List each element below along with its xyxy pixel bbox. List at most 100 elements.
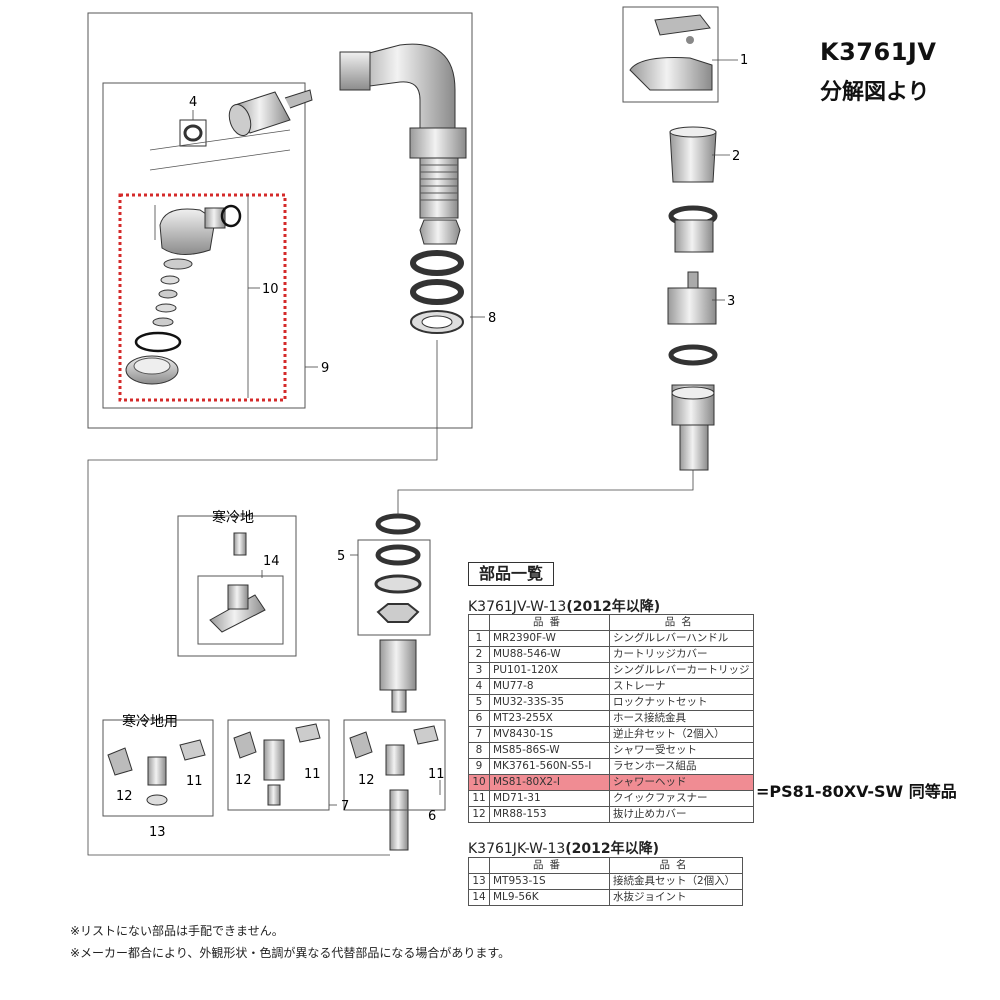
handle-frame bbox=[622, 6, 719, 103]
main-model-code: K3761JV-W-13 bbox=[468, 599, 567, 615]
cold-table-header: 品番 品名 bbox=[468, 857, 743, 874]
part-name: ホース接続金具 bbox=[609, 710, 754, 727]
model-subtitle: 分解図より bbox=[820, 80, 930, 105]
part-name: クイックファスナー bbox=[609, 790, 754, 807]
header-part-name: 品名 bbox=[609, 614, 754, 631]
part-code: MK3761-560N-S5-I bbox=[489, 758, 610, 775]
shower-head-highlight-box bbox=[118, 193, 287, 402]
equivalent-note: =PS81-80XV-SW 同等品 bbox=[756, 782, 957, 801]
callout-4: 4 bbox=[189, 95, 197, 110]
callout-3: 3 bbox=[727, 294, 735, 309]
part-name: 水抜ジョイント bbox=[609, 889, 743, 906]
callout-11-a: 11 bbox=[186, 774, 203, 789]
part-no: 12 bbox=[468, 806, 490, 823]
drain-joint-illustration bbox=[197, 532, 284, 645]
callout-14: 14 bbox=[263, 554, 280, 569]
callout-11-b: 11 bbox=[304, 767, 321, 782]
part-no: 14 bbox=[468, 889, 490, 906]
part-code: MT953-1S bbox=[489, 873, 610, 890]
callout-1: 1 bbox=[740, 53, 748, 68]
part-no: 4 bbox=[468, 678, 490, 695]
hose-connector-illustration bbox=[149, 89, 313, 171]
part-code: MU32-33S-35 bbox=[489, 694, 610, 711]
part-code: MD71-31 bbox=[489, 790, 610, 807]
part-name: ロックナットセット bbox=[609, 694, 754, 711]
callout-12-b: 12 bbox=[235, 773, 252, 788]
spout-group-frame bbox=[87, 12, 473, 429]
part-name: カートリッジカバー bbox=[609, 646, 754, 663]
header-part-number: 品番 bbox=[489, 614, 610, 631]
cold-area-label: 寒冷地 bbox=[212, 509, 254, 526]
hose-group-frame bbox=[102, 82, 306, 409]
cold-area-use-frame bbox=[102, 719, 214, 817]
part-name: 抜け止めカバー bbox=[609, 806, 754, 823]
parts-list-title: 部品一覧 bbox=[468, 562, 555, 586]
part-name: ストレーナ bbox=[609, 678, 754, 695]
part-code: MS81-80X2-I bbox=[489, 774, 610, 791]
part-no: 13 bbox=[468, 873, 490, 890]
part-no: 8 bbox=[468, 742, 490, 759]
part-no: 11 bbox=[468, 790, 490, 807]
callout-10: 10 bbox=[262, 282, 279, 297]
cold-model-code: K3761JK-W-13 bbox=[468, 841, 566, 857]
part-code: MS85-86S-W bbox=[489, 742, 610, 759]
callout-8: 8 bbox=[488, 311, 496, 326]
callout-5: 5 bbox=[337, 549, 345, 564]
callout-6: 6 bbox=[428, 809, 436, 824]
part-name: 逆止弁セット（2個入） bbox=[609, 726, 754, 743]
cold-model-heading: K3761JK-W-13(2012年以降) bbox=[468, 838, 659, 858]
part-no: 5 bbox=[468, 694, 490, 711]
part-name: シャワー受セット bbox=[609, 742, 754, 759]
cold-area-frame bbox=[177, 515, 297, 657]
part-name: ラセンホース組品 bbox=[609, 758, 754, 775]
part-no: 3 bbox=[468, 662, 490, 679]
handle-cartridge-illustration bbox=[629, 14, 718, 471]
part-no: 9 bbox=[468, 758, 490, 775]
main-model-heading: K3761JV-W-13(2012年以降) bbox=[468, 596, 660, 616]
cold-header-part-number: 品番 bbox=[489, 857, 610, 874]
part-code: MT23-255X bbox=[489, 710, 610, 727]
lock-nut-frame bbox=[357, 539, 431, 636]
note-substitute-parts: ※メーカー都合により、外観形状・色調が異なる代替部品になる場合があります。 bbox=[70, 946, 511, 960]
part-name: シャワーヘッド bbox=[609, 774, 754, 791]
cold-model-suffix: (2012年以降) bbox=[565, 841, 660, 857]
part-no: 1 bbox=[468, 630, 490, 647]
spout-illustration bbox=[339, 43, 467, 334]
cold-header-no-cell bbox=[468, 857, 490, 874]
callout-7: 7 bbox=[341, 799, 349, 814]
part-code: MU88-546-W bbox=[489, 646, 610, 663]
part-code: MR88-153 bbox=[489, 806, 610, 823]
cold-header-part-name: 品名 bbox=[609, 857, 743, 874]
main-model-suffix: (2012年以降) bbox=[566, 599, 661, 615]
shower-head-illustration bbox=[125, 204, 242, 385]
callout-9: 9 bbox=[321, 361, 329, 376]
parts-table-header: 品番 品名 bbox=[468, 614, 754, 631]
connector-lines bbox=[87, 59, 738, 856]
part-code: MR2390F-W bbox=[489, 630, 610, 647]
part-code: MU77-8 bbox=[489, 678, 610, 695]
callout-2: 2 bbox=[732, 149, 740, 164]
part-name: 接続金具セット（2個入） bbox=[609, 873, 743, 890]
check-valve-frame bbox=[227, 719, 330, 811]
part-code: PU101-120X bbox=[489, 662, 610, 679]
part-name: シングルレバーカートリッジ bbox=[609, 662, 754, 679]
hose-fitting-frame bbox=[343, 719, 446, 811]
part-no: 2 bbox=[468, 646, 490, 663]
part-no: 6 bbox=[468, 710, 490, 727]
part-no: 10 bbox=[468, 774, 490, 791]
